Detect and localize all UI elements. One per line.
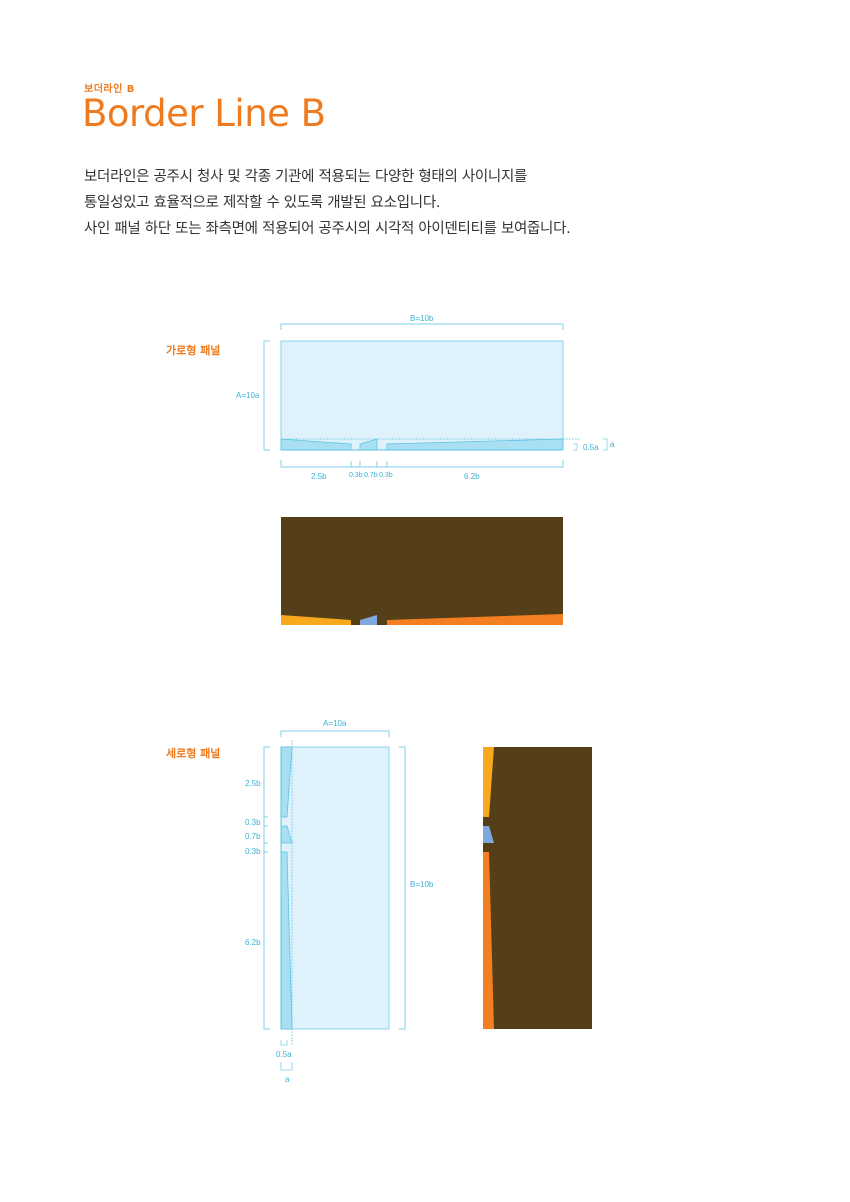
segment-dim: 0.7b xyxy=(364,472,378,479)
unit-dim: a xyxy=(285,1075,290,1084)
stripe-dim: 0.5a xyxy=(276,1050,292,1059)
stripe-dim: 0.5a xyxy=(583,443,599,452)
segment-dim: 6.2b xyxy=(464,472,480,481)
segment-dim: 0.3b xyxy=(245,847,261,856)
segment-dim: 0.3b xyxy=(379,472,393,479)
segment-dim: 2.5b xyxy=(311,472,327,481)
description: 보더라인은 공주시 청사 및 각종 기관에 적용되는 다양한 형태의 사이니지를… xyxy=(84,164,571,242)
horizontal-panel-sample xyxy=(281,517,563,625)
page-title: Border Line B xyxy=(82,92,326,135)
unit-dim: a xyxy=(610,440,615,449)
vertical-width-dim: A=10a xyxy=(323,719,347,728)
segment-dim: 0.3b xyxy=(349,472,363,479)
vertical-height-dim: B=10b xyxy=(410,880,434,889)
section-subtitle: 보더라인 B xyxy=(84,84,135,95)
description-line: 보더라인은 공주시 청사 및 각종 기관에 적용되는 다양한 형태의 사이니지를 xyxy=(84,169,528,185)
horizontal-panel-label: 가로형 패널 xyxy=(166,344,221,357)
vertical-panel-label: 세로형 패널 xyxy=(166,747,221,760)
description-line: 통일성있고 효율적으로 제작할 수 있도록 개발된 요소입니다. xyxy=(84,195,441,211)
horizontal-width-dim: B=10b xyxy=(410,314,434,323)
vertical-panel-sample xyxy=(483,747,592,1029)
horizontal-height-dim: A=10a xyxy=(236,391,260,400)
segment-dim: 0.3b xyxy=(245,818,261,827)
segment-dim: 6.2b xyxy=(245,938,261,947)
segment-dim: 2.5b xyxy=(245,779,261,788)
description-line: 사인 패널 하단 또는 좌측면에 적용되어 공주시의 시각적 아이덴티티를 보여… xyxy=(84,221,571,237)
segment-dim: 0.7b xyxy=(245,832,261,841)
